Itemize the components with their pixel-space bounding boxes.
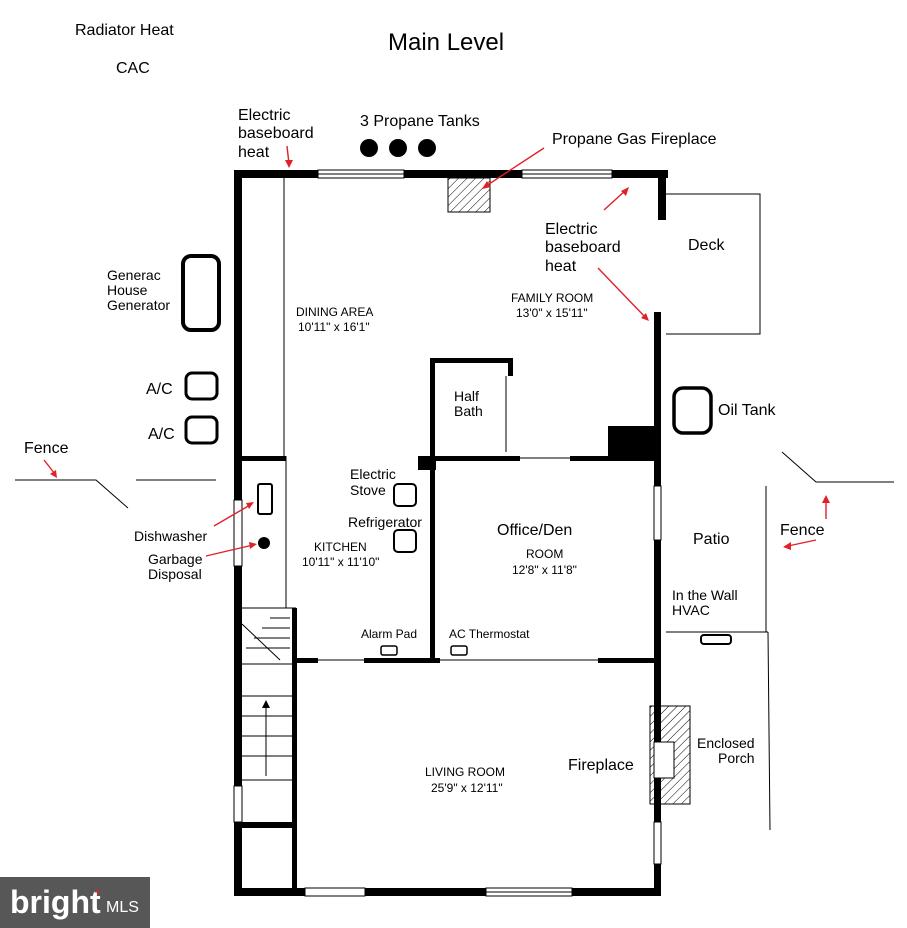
svg-text:bright: bright: [10, 884, 101, 920]
annotation-arrows: [43, 145, 830, 557]
ac-thermostat-label: AC Thermostat: [449, 627, 530, 641]
office-room-name: ROOM: [526, 547, 563, 561]
oil-tank-icon: [672, 386, 713, 435]
generator-label: Generac House Generator: [107, 267, 170, 313]
heat-note: Radiator Heat: [75, 22, 174, 39]
living-room-dims: 25'9" x 12'11": [431, 781, 503, 795]
electric-stove-icon: [393, 483, 417, 507]
family-room-name: FAMILY ROOM: [511, 291, 593, 305]
kitchen-dims: 10'11" x 11'10": [302, 555, 379, 569]
svg-text:MLS: MLS: [106, 899, 139, 916]
refrigerator-label: Refrigerator: [348, 514, 422, 530]
fireplace-label: Fireplace: [568, 757, 634, 774]
fence-left: [15, 479, 216, 509]
enclosed-porch-label: Enclosed Porch: [697, 735, 758, 766]
family-room-dims: 13'0" x 15'11": [516, 306, 588, 320]
living-room-name: LIVING ROOM: [425, 765, 505, 779]
propane-fireplace: [447, 177, 491, 213]
kitchen-name: KITCHEN: [314, 540, 367, 554]
fence-right: [781, 451, 894, 483]
ac-unit-icon: [184, 415, 219, 445]
interior-walls: [234, 178, 661, 888]
ac2-label: A/C: [148, 426, 175, 443]
propane-fireplace-label: Propane Gas Fireplace: [552, 131, 717, 148]
windows: [233, 169, 662, 897]
electric-heat-top-label: Electric baseboard heat: [238, 107, 318, 161]
office-title: Office/Den: [497, 522, 572, 539]
alarm-pad-label: Alarm Pad: [361, 627, 417, 641]
cooling-note: CAC: [116, 60, 150, 77]
propane-tanks-label: 3 Propane Tanks: [360, 113, 480, 130]
deck-label: Deck: [688, 237, 725, 254]
hvac-label: In the Wall HVAC: [672, 587, 742, 618]
patio-outline: [666, 486, 771, 831]
half-bath-label: Half Bath: [454, 388, 483, 419]
oil-tank-label: Oil Tank: [718, 402, 777, 419]
propane-tanks: [360, 139, 436, 157]
hvac-unit-icon: [700, 634, 732, 645]
refrigerator-icon: [393, 529, 417, 553]
garbage-disposal-label: Garbage Disposal: [148, 551, 206, 582]
electric-stove-label: Electric Stove: [350, 466, 400, 498]
dishwasher-label: Dishwasher: [134, 528, 207, 544]
alarm-pad-icon: [380, 645, 398, 656]
fence-left-label: Fence: [24, 440, 69, 457]
ac-thermostat-icon: [450, 645, 468, 656]
page-title: Main Level: [388, 29, 504, 56]
plus-icon: +: [94, 885, 101, 899]
dining-room-name: DINING AREA: [296, 305, 373, 319]
electric-heat-right-label: Electric baseboard heat: [545, 221, 625, 275]
generator-icon: [181, 254, 221, 332]
deck-outline: [666, 193, 761, 335]
dining-room-dims: 10'11" x 16'1": [298, 320, 370, 334]
fence-right-label: Fence: [780, 522, 825, 539]
bright-mls-logo: bright MLS +: [0, 877, 150, 928]
office-room-dims: 12'8" x 11'8": [512, 563, 577, 577]
living-fireplace: [649, 705, 691, 805]
dishwasher-icon: [257, 483, 273, 515]
ac-unit-icon: [184, 371, 219, 401]
garbage-disposal-icon: [258, 537, 270, 549]
ac1-label: A/C: [146, 381, 173, 398]
patio-label: Patio: [693, 531, 730, 548]
